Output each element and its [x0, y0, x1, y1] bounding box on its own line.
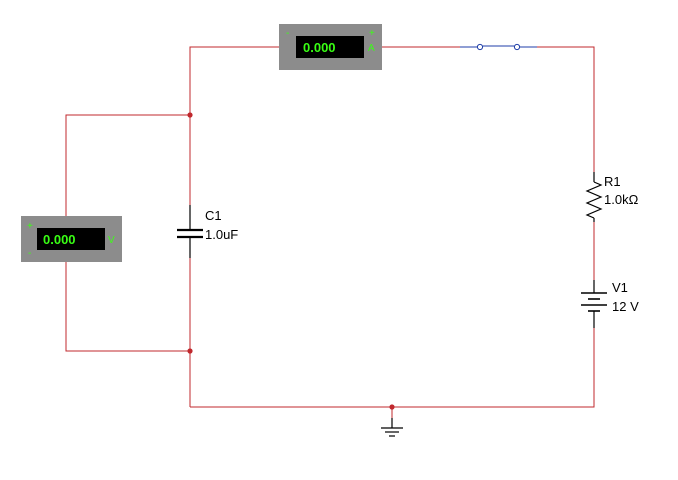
ammeter-reading: 0.000	[303, 40, 336, 55]
voltmeter-terminal-positive: +	[27, 221, 33, 232]
capacitor[interactable]: C1 1.0uF	[177, 205, 238, 258]
battery[interactable]: V1 12 V	[581, 280, 639, 328]
junction-dot	[187, 348, 193, 354]
resistor-zigzag	[585, 181, 603, 219]
voltmeter[interactable]: 0.000 + - V	[21, 216, 122, 262]
junction-dot	[187, 112, 193, 118]
ammeter-unit: A	[368, 43, 375, 54]
capacitor-value: 1.0uF	[205, 227, 238, 242]
wires	[65, 46, 595, 425]
voltmeter-unit: V	[108, 235, 115, 246]
wire-voltmeter-bottom[interactable]	[65, 262, 190, 352]
battery-value: 12 V	[612, 299, 639, 314]
switch[interactable]	[476, 43, 521, 51]
resistor-ref: R1	[604, 174, 621, 189]
wire-top-right[interactable]	[537, 46, 595, 172]
capacitor-ref: C1	[205, 208, 222, 223]
ammeter-terminal-positive: +	[369, 28, 375, 39]
wire-top-left[interactable]	[189, 46, 280, 115]
junction-dot	[389, 404, 395, 410]
wire-bottom-right[interactable]	[190, 328, 595, 408]
wire-voltmeter-top[interactable]	[65, 114, 190, 216]
voltmeter-display	[37, 228, 105, 250]
voltmeter-terminal-negative: -	[28, 248, 31, 259]
ammeter-display	[296, 36, 364, 58]
ammeter-terminal-negative: -	[286, 28, 289, 39]
switch-contact-right	[513, 43, 521, 51]
battery-ref: V1	[612, 280, 628, 295]
ammeter[interactable]: 0.000 - + A	[279, 24, 382, 70]
resistor-value: 1.0kΩ	[604, 192, 639, 207]
switch-contact-left	[476, 43, 484, 51]
resistor[interactable]: R1 1.0kΩ	[585, 172, 639, 222]
voltmeter-reading: 0.000	[43, 232, 76, 247]
ground-symbol[interactable]	[381, 418, 403, 437]
